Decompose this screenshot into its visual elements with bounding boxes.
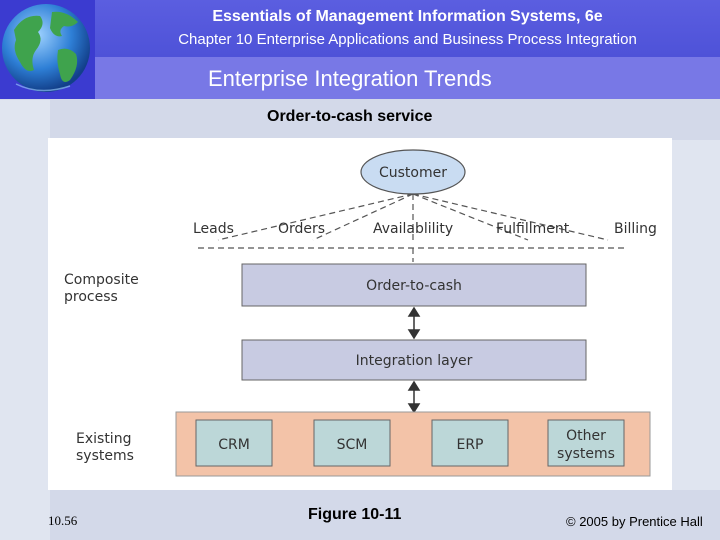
- channel-availability: Availablility: [373, 221, 453, 237]
- globe-logo: [0, 0, 95, 99]
- order-to-cash-figure: Customer Leads Orders Availablility Fulf…: [48, 138, 672, 490]
- channel-labels: Leads Orders Availablility Fulfillment B…: [193, 221, 657, 237]
- header-bar: [0, 0, 720, 57]
- course-title: Essentials of Management Information Sys…: [212, 8, 603, 25]
- svg-text:Composite: Composite: [64, 272, 139, 288]
- channel-leads: Leads: [193, 221, 234, 237]
- system-erp: ERP: [431, 419, 509, 467]
- copyright-notice: © 2005 by Prentice Hall: [566, 514, 703, 529]
- svg-text:SCM: SCM: [337, 437, 368, 453]
- svg-text:systems: systems: [76, 448, 134, 464]
- channel-connectors: [198, 193, 628, 262]
- page-number: 10.56: [48, 513, 78, 528]
- svg-text:process: process: [64, 289, 118, 305]
- background-decoration: [672, 140, 720, 490]
- system-scm: SCM: [313, 419, 391, 467]
- slide-title: Enterprise Integration Trends: [208, 66, 492, 91]
- integration-layer: Integration layer: [241, 339, 587, 381]
- svg-text:CRM: CRM: [218, 437, 250, 453]
- channel-billing: Billing: [614, 221, 657, 237]
- system-crm: CRM: [195, 419, 273, 467]
- chapter-title: Chapter 10 Enterprise Applications and B…: [178, 31, 637, 48]
- svg-text:Other: Other: [566, 428, 606, 444]
- figure-label: Figure 10-11: [308, 506, 402, 523]
- svg-text:Integration layer: Integration layer: [356, 353, 473, 369]
- order-to-cash-layer: Order-to-cash: [241, 263, 587, 307]
- svg-text:systems: systems: [557, 446, 615, 462]
- svg-text:ERP: ERP: [456, 437, 483, 453]
- system-other: Other systems: [547, 419, 625, 467]
- channel-fulfillment: Fulfillment: [496, 221, 570, 237]
- customer-label: Customer: [379, 165, 447, 181]
- svg-text:Existing: Existing: [76, 431, 131, 447]
- channel-orders: Orders: [278, 221, 325, 237]
- existing-systems-label: Existing systems: [76, 431, 134, 464]
- background-decoration: [0, 100, 50, 540]
- composite-process-label: Composite process: [64, 272, 139, 305]
- diagram-caption: Order-to-cash service: [267, 108, 433, 125]
- svg-text:Order-to-cash: Order-to-cash: [366, 278, 462, 294]
- customer-node: Customer: [360, 149, 466, 195]
- title-bar: [95, 57, 720, 99]
- arrow-icon: [407, 306, 421, 340]
- arrow-icon: [407, 380, 421, 414]
